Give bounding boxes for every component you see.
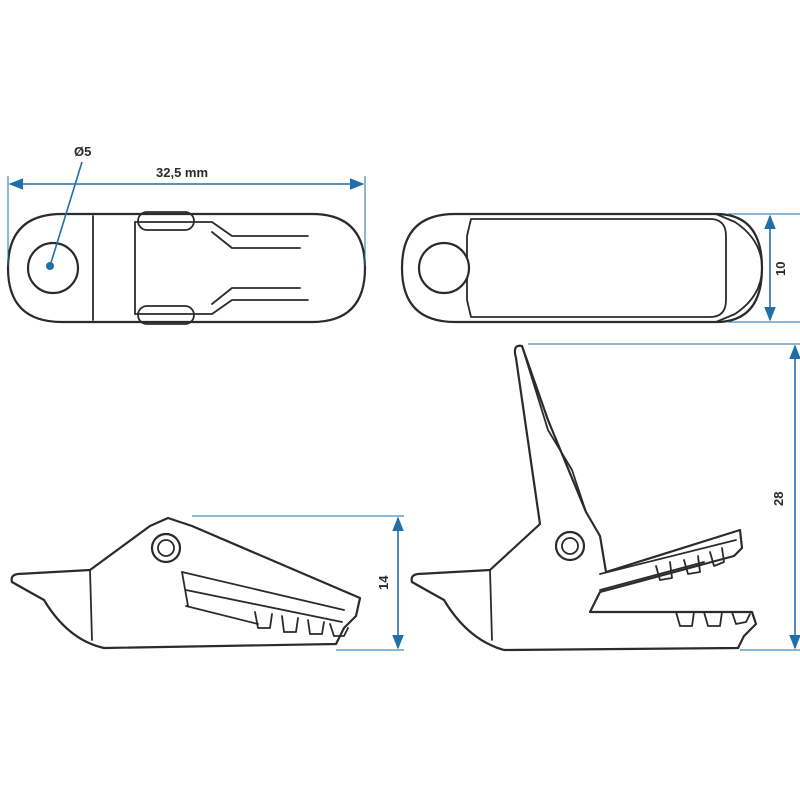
top-view: Ø5 32,5 mm <box>6 144 367 325</box>
bottom-mounting-hole <box>417 241 471 295</box>
side-view-open: 28 <box>410 343 800 652</box>
side-view-closed: 14 <box>10 515 404 651</box>
open-height-label: 28 <box>771 492 786 506</box>
length-label: 32,5 mm <box>156 165 208 180</box>
bottom-view: 10 <box>400 212 800 324</box>
width-label: 10 <box>773 262 788 276</box>
closed-height-label: 14 <box>376 575 391 590</box>
hole-diameter-label: Ø5 <box>74 144 91 159</box>
